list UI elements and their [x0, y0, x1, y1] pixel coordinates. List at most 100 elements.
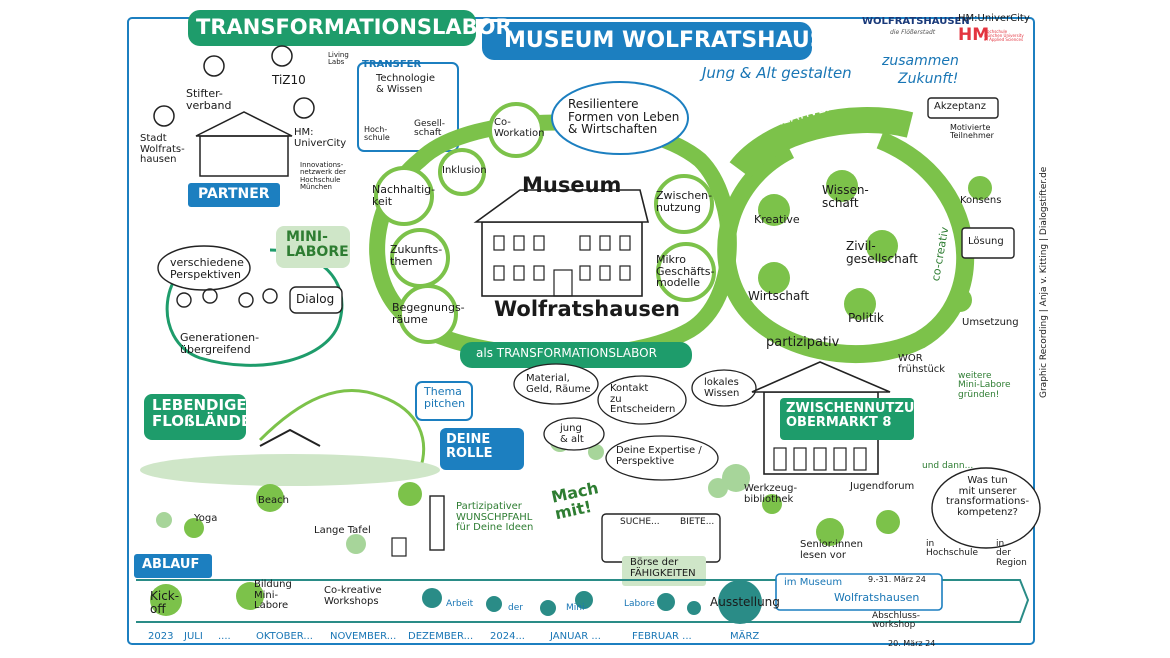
- topic-zwischennutzung: [654, 174, 714, 234]
- prozess-kreative: Kreative: [754, 213, 800, 226]
- month-2024: 2024...: [490, 631, 525, 642]
- logo-wolfratshausen: WOLFRATSHAUSEN: [862, 16, 970, 27]
- tagline-1: Jung & Alt gestalten: [702, 64, 852, 82]
- topic-nachhaltigkeit: [374, 166, 434, 226]
- obermarkt-title: ZWISCHENNUTZUNG OBERMARKT 8: [786, 401, 936, 430]
- jungalt-bubble: [543, 417, 605, 451]
- minilabore-perspektiven: verschiedene Perspektiven: [170, 256, 244, 281]
- museum-zwischennutzung: Zwischen- nutzung: [656, 189, 713, 214]
- dot-senioren: [816, 518, 844, 546]
- rolle-expertise: Deine Expertise / Perspektive: [616, 445, 702, 467]
- ausstellung-box: [775, 573, 943, 611]
- result-umsetzung-dot: [948, 288, 972, 312]
- timeline-arrow: [136, 579, 1030, 623]
- partner-transfer: TRANSFER: [362, 59, 422, 70]
- flosslaende-yoga: Yoga: [194, 513, 218, 524]
- month-maerz: MÄRZ: [730, 631, 760, 642]
- rolle-kontakt: Kontakt zu Entscheidern: [610, 383, 676, 415]
- month-januar: JANUAR ...: [550, 631, 601, 642]
- prozess-loesung: Lösung: [968, 236, 1004, 247]
- wunsch-biete: BIETE...: [680, 517, 715, 527]
- museum-word: Museum: [522, 173, 622, 197]
- obermarkt-und-dann: und dann...: [922, 461, 974, 471]
- topic-inklusion: [438, 148, 486, 196]
- flosslaende-tafel: Lange Tafel: [314, 525, 371, 536]
- tree-outline: [258, 388, 426, 471]
- partner-building: [199, 135, 289, 177]
- expertise-bubble: [605, 435, 719, 481]
- minilabore-dialog: Dialog: [296, 292, 335, 306]
- month-juli: JULI: [184, 631, 203, 642]
- partner-stifterverband: Stifter- verband: [186, 87, 232, 112]
- partner-label: PARTNER: [198, 186, 270, 202]
- logo-hm-sub: Hochschule München University of Applied…: [984, 29, 1024, 43]
- dot-jugend: [876, 510, 900, 534]
- partner-living-labs: Living Labs: [328, 51, 349, 67]
- month-februar: FEBRUAR ...: [632, 631, 692, 642]
- person-tiz10: [271, 45, 293, 67]
- actor-zivil: [866, 230, 898, 262]
- partner-transfer-text: Technologie & Wissen: [376, 73, 436, 95]
- thema-bubble: [415, 381, 473, 421]
- ablauf-der: der: [508, 603, 523, 613]
- obermarkt-hochschule: in Hochschule: [926, 539, 979, 559]
- dot-ausstellung: [718, 580, 762, 624]
- minilabore-label-bg: [276, 226, 350, 268]
- credit: Graphic Recording | Anja v. Kitting | Di…: [1039, 166, 1049, 398]
- museum-resilient: Resilientere Formen von Leben & Wirtscha…: [568, 97, 680, 137]
- museum-wolfratshausen: Wolfratshausen: [494, 297, 681, 321]
- dot-yoga: [184, 518, 204, 538]
- rolle-thema: Thema pitchen: [424, 385, 466, 410]
- deine-rolle-box: [440, 428, 524, 470]
- partner-stadt: Stadt Wolfrats- hausen: [140, 133, 185, 165]
- beach-umbrella: [259, 428, 321, 447]
- outer-frame: [127, 17, 1035, 645]
- ablauf-label: ABLAUF: [142, 557, 200, 572]
- museum-coworkation: Co- Workation: [494, 117, 545, 139]
- ablauf-workshops: Co-kreative Workshops: [324, 585, 382, 607]
- partner-hm-univercity: HM: UniverCity: [294, 127, 347, 149]
- frage-bubble: [931, 467, 1041, 549]
- rolle-jung-alt: jung & alt: [560, 423, 584, 445]
- boerse-label-bg: [622, 556, 706, 586]
- museum-inklusion: Inklusion: [442, 165, 487, 176]
- minilabore-loop: [165, 248, 344, 367]
- museum-begegnung: Begegnungs- räume: [392, 301, 465, 326]
- loesung-box: [961, 227, 1015, 259]
- wunsch-text: Partizipativer WUNSCHPFAHL für Deine Ide…: [456, 501, 534, 533]
- logo-hm-mark: HM: [958, 25, 990, 45]
- museum-building: [481, 221, 643, 297]
- tagline-3: Zukunft!: [898, 71, 959, 87]
- perspektiven-bubble: [157, 245, 251, 291]
- dot-werkzeug: [762, 494, 782, 514]
- obermarkt-senioren: Senior:innen lesen vor: [800, 539, 863, 561]
- topic-mikro: [656, 242, 716, 302]
- person-stifterverband: [203, 55, 225, 77]
- prozess-loop: [717, 131, 975, 364]
- month-dezember: DEZEMBER...: [408, 631, 474, 642]
- museum-zukunftsthemen: Zukunfts- themen: [390, 243, 443, 268]
- prozess-motivierte: Motivierte Teilnehmer: [950, 123, 994, 141]
- material-bubble: [513, 363, 599, 405]
- logo-wolf-sub: die Flößerstadt: [890, 29, 936, 36]
- river-ground: [140, 454, 440, 486]
- obermarkt-roof: [751, 361, 891, 393]
- ablauf-kickoff: Kick- off: [150, 589, 180, 616]
- title-right-banner: [482, 22, 812, 60]
- prozess-partizipativ: partizipativ: [766, 335, 840, 350]
- ablauf-wolfratshausen: Wolfratshausen: [834, 591, 920, 604]
- ablauf-banner: [134, 554, 212, 578]
- wunsch-suche: SUCHE...: [620, 517, 660, 527]
- museum-banner-text: als TRANSFORMATIONSLABOR: [476, 346, 657, 360]
- stump: [391, 537, 407, 557]
- prozess-wirtschaft: Wirtschaft: [748, 289, 810, 303]
- title-right: MUSEUM WOLFRATSHAUSEN: [504, 28, 860, 53]
- ablauf-ausstellung: Ausstellung: [710, 595, 780, 609]
- topic-begegnung: [398, 284, 458, 344]
- museum-mikro: Mikro Geschäfts- modelle: [656, 253, 715, 290]
- museum-roof: [473, 189, 650, 223]
- minilabore-label: MINI- LABORE: [286, 229, 349, 260]
- minilabore-generationen: Generationen- übergreifend: [180, 331, 260, 356]
